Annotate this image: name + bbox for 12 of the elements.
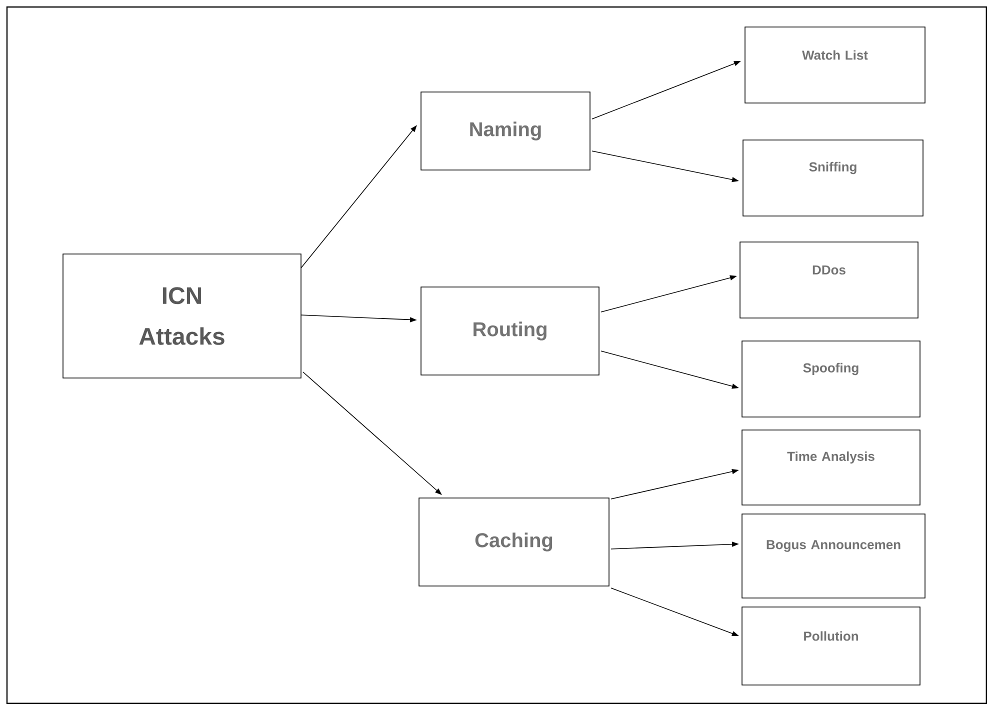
box: Sniffing <box>742 140 924 216</box>
arrow <box>302 372 442 495</box>
box: DDos <box>740 242 918 318</box>
box: Naming <box>420 92 590 170</box>
box: Bogus Announcemen <box>742 514 926 598</box>
box: Spoofing <box>742 340 920 418</box>
box: Watch List <box>744 26 926 104</box>
box: Caching <box>418 498 610 586</box>
box: ICN Attacks <box>62 254 302 378</box>
box: Time Analysis <box>742 430 920 506</box>
box: Routing <box>420 286 600 376</box>
box: Pollution <box>742 606 920 686</box>
